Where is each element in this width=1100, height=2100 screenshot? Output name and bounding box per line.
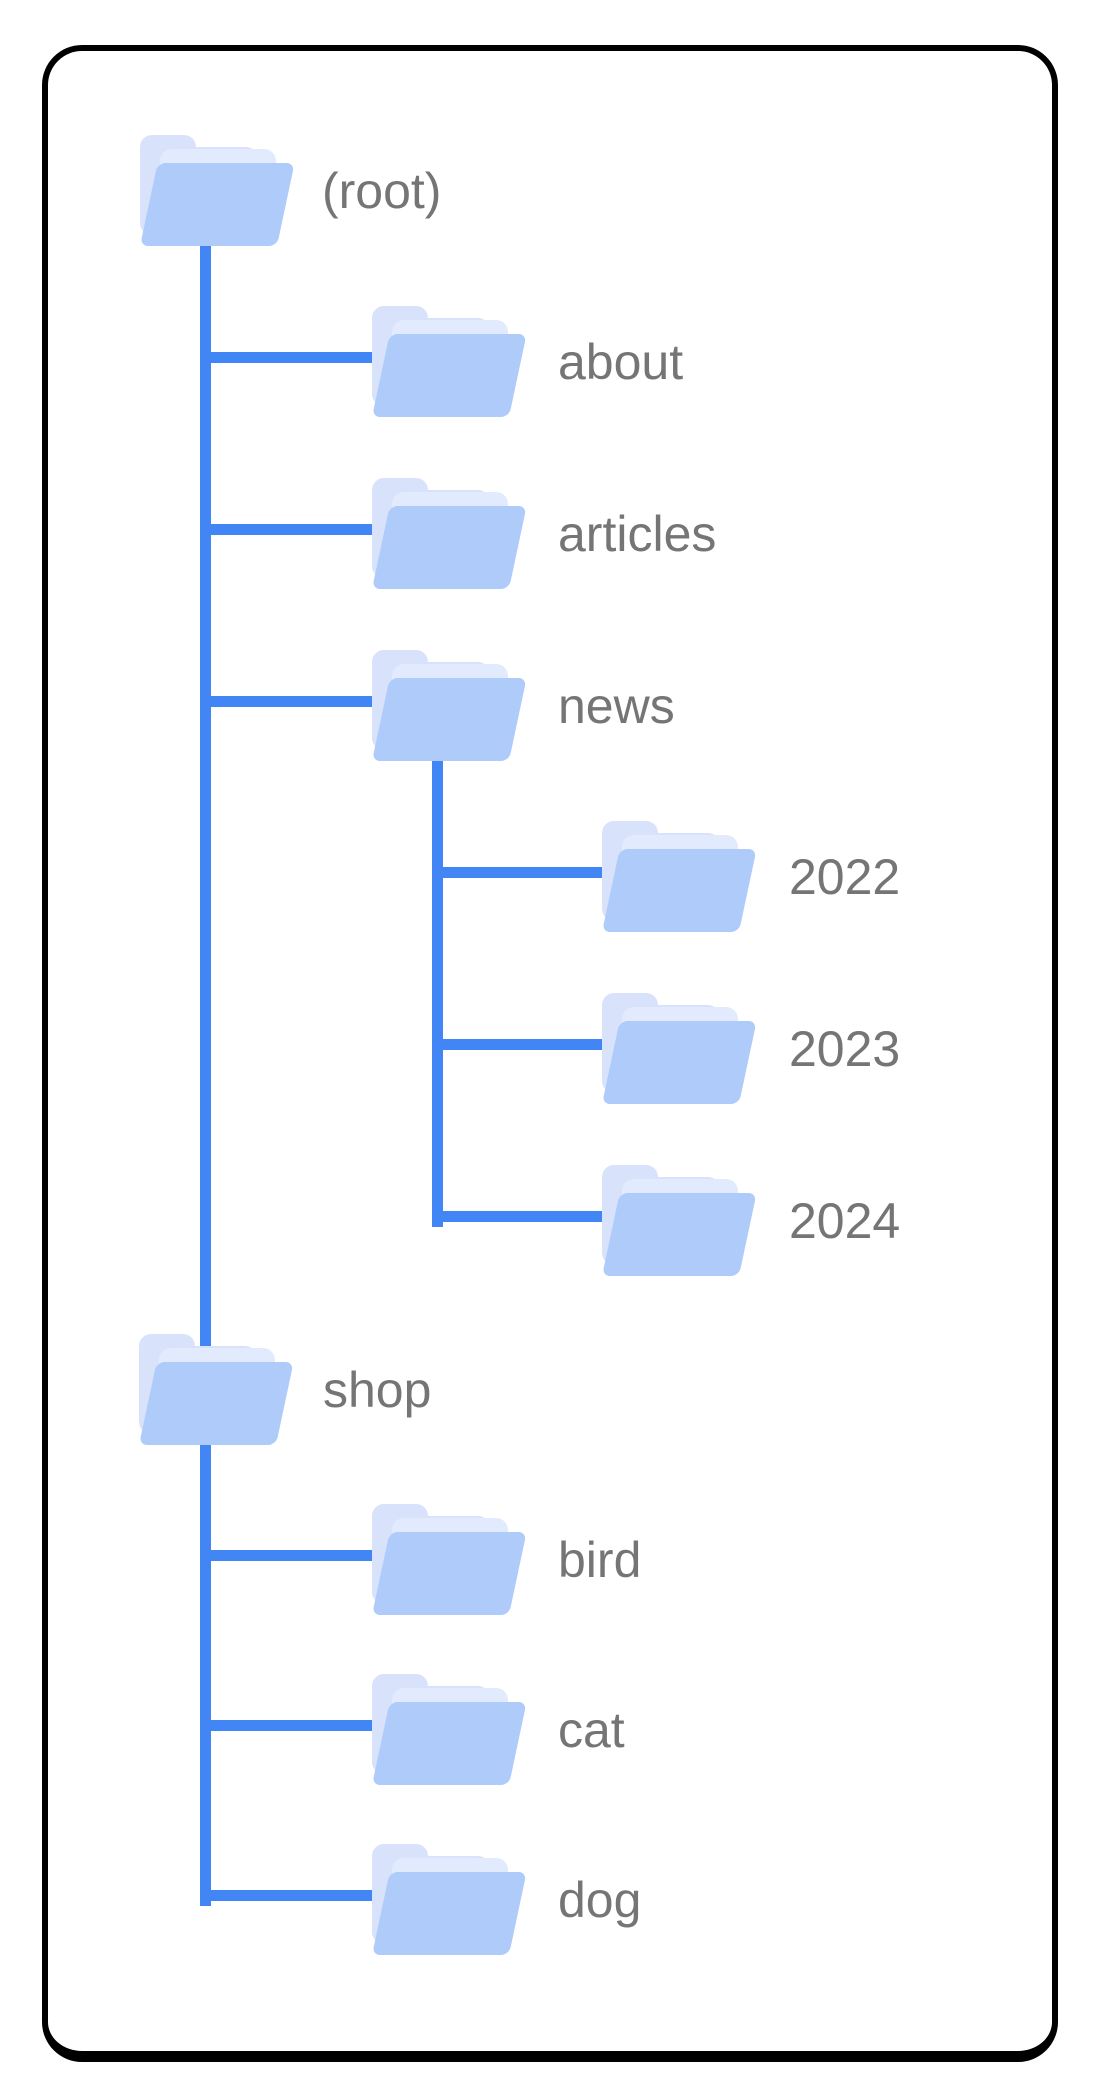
folder-icon-2023 (602, 993, 757, 1104)
folder-icon-about (372, 306, 527, 417)
folder-front-news (372, 678, 527, 761)
folder-front-cat (372, 1702, 527, 1785)
connector-branch-2023 (437, 1038, 610, 1050)
folder-icon-dog (372, 1844, 527, 1955)
folder-icon-shop (139, 1334, 294, 1445)
folder-label-bird: bird (558, 1532, 642, 1588)
folder-label-2024: 2024 (789, 1193, 901, 1249)
folder-front-about (372, 334, 527, 417)
connector-branch-news (205, 695, 378, 707)
folder-label-cat: cat (558, 1702, 625, 1758)
folder-label-news: news (558, 678, 675, 734)
folder-label-articles: articles (558, 506, 717, 562)
connector-branch-articles (205, 523, 378, 535)
folder-front-2023 (602, 1021, 757, 1104)
diagram-card (42, 45, 1058, 2062)
folder-icon-news (372, 650, 527, 761)
connector-root-trunk (199, 240, 211, 1906)
folder-label-root: (root) (322, 163, 442, 219)
connector-branch-bird (205, 1549, 378, 1561)
folder-label-about: about (558, 334, 684, 390)
connector-news-trunk (431, 755, 443, 1227)
connector-branch-dog (205, 1889, 378, 1901)
folder-label-shop: shop (323, 1362, 432, 1418)
folder-front-root (140, 163, 295, 246)
connector-branch-2024 (437, 1210, 610, 1222)
folder-front-articles (372, 506, 527, 589)
folder-icon-2022 (602, 821, 757, 932)
connector-branch-2022 (437, 866, 610, 878)
folder-icon-articles (372, 478, 527, 589)
folder-front-dog (372, 1872, 527, 1955)
folder-label-dog: dog (558, 1872, 642, 1928)
folder-label-2022: 2022 (789, 849, 901, 905)
folder-front-2024 (602, 1193, 757, 1276)
folder-front-bird (372, 1532, 527, 1615)
connector-branch-cat (205, 1719, 378, 1731)
folder-icon-2024 (602, 1165, 757, 1276)
folder-front-shop (139, 1362, 294, 1445)
folder-icon-cat (372, 1674, 527, 1785)
folder-icon-root (140, 135, 295, 246)
connector-branch-about (205, 351, 378, 363)
folder-label-2023: 2023 (789, 1021, 901, 1077)
folder-icon-bird (372, 1504, 527, 1615)
folder-front-2022 (602, 849, 757, 932)
